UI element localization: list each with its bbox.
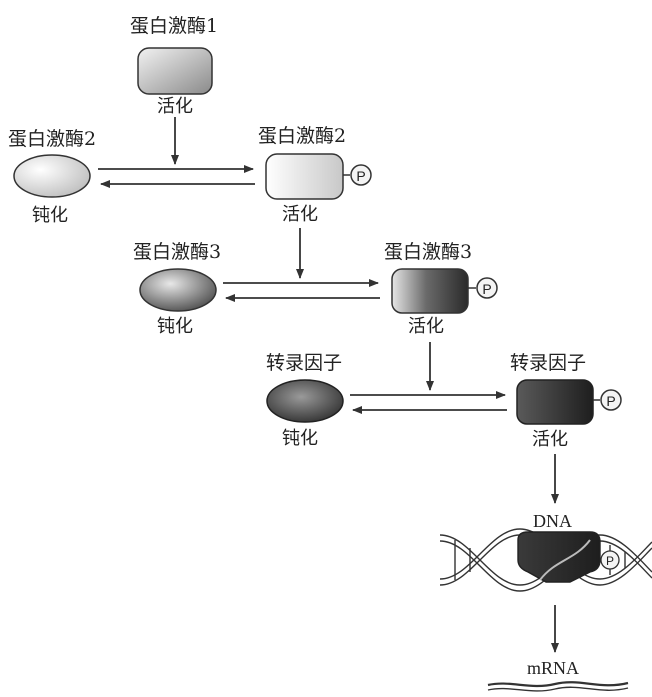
tf-active-state: 活化 [532, 429, 568, 450]
phosphate-icon-tf [600, 389, 622, 411]
tf-bound-dna-shape [517, 531, 601, 583]
kinase1-active-shape [137, 47, 213, 95]
phosphate-label-dna: P [606, 554, 614, 568]
kinase3-inactive-state: 钝化 [157, 316, 193, 337]
tf-active-name: 转录因子 [510, 352, 587, 374]
kinase3-active-name: 蛋白激酶3 [384, 241, 473, 263]
phosphate-icon-kinase2 [350, 164, 372, 186]
dna-label: DNA [533, 511, 572, 531]
kinase2-inactive-shape [13, 154, 91, 198]
tf-inactive-name: 转录因子 [266, 352, 343, 374]
phosphate-icon-kinase3 [476, 277, 498, 299]
kinase2-inactive-name: 蛋白激酶2 [8, 128, 97, 150]
mrna-strand-icon [487, 681, 629, 688]
kinase2-active-state: 活化 [282, 204, 318, 225]
kinase3-active-state: 活化 [408, 316, 444, 337]
kinase3-active-shape [391, 268, 469, 314]
kinase3-inactive-name: 蛋白激酶3 [133, 241, 222, 263]
kinase3-inactive-shape [139, 268, 217, 312]
kinase2-inactive-state: 钝化 [32, 205, 68, 226]
kinase2-active-name: 蛋白激酶2 [258, 125, 347, 147]
mrna-label: mRNA [527, 658, 580, 678]
kinase1-name: 蛋白激酶1 [130, 15, 219, 37]
phosphate-icon-dna [600, 550, 620, 570]
phosphate-label-tf: P [606, 393, 615, 409]
tf-active-shape [516, 379, 594, 425]
tf-inactive-state: 钝化 [282, 428, 318, 449]
kinase2-active-shape [265, 153, 344, 200]
kinase1-state: 活化 [157, 96, 193, 117]
phosphate-label-kinase2: P [356, 168, 365, 184]
phosphate-label-kinase3: P [482, 281, 491, 297]
tf-inactive-shape [266, 379, 344, 423]
